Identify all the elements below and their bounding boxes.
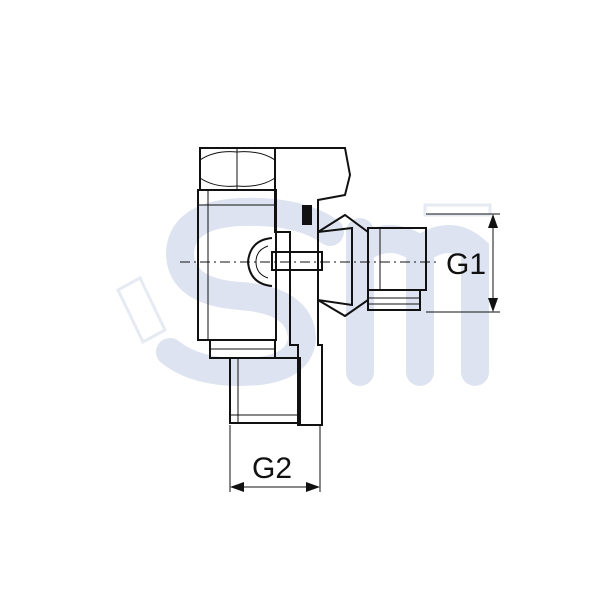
g1-label: G1 (446, 248, 486, 281)
right-fitting (367, 227, 427, 311)
dimension-g1 (426, 213, 500, 313)
bottom-stem (229, 357, 301, 424)
hex-nut (199, 147, 276, 191)
g2-label: G2 (252, 452, 292, 485)
dimension-g2 (229, 425, 321, 492)
watermark-small-part (116, 203, 492, 345)
